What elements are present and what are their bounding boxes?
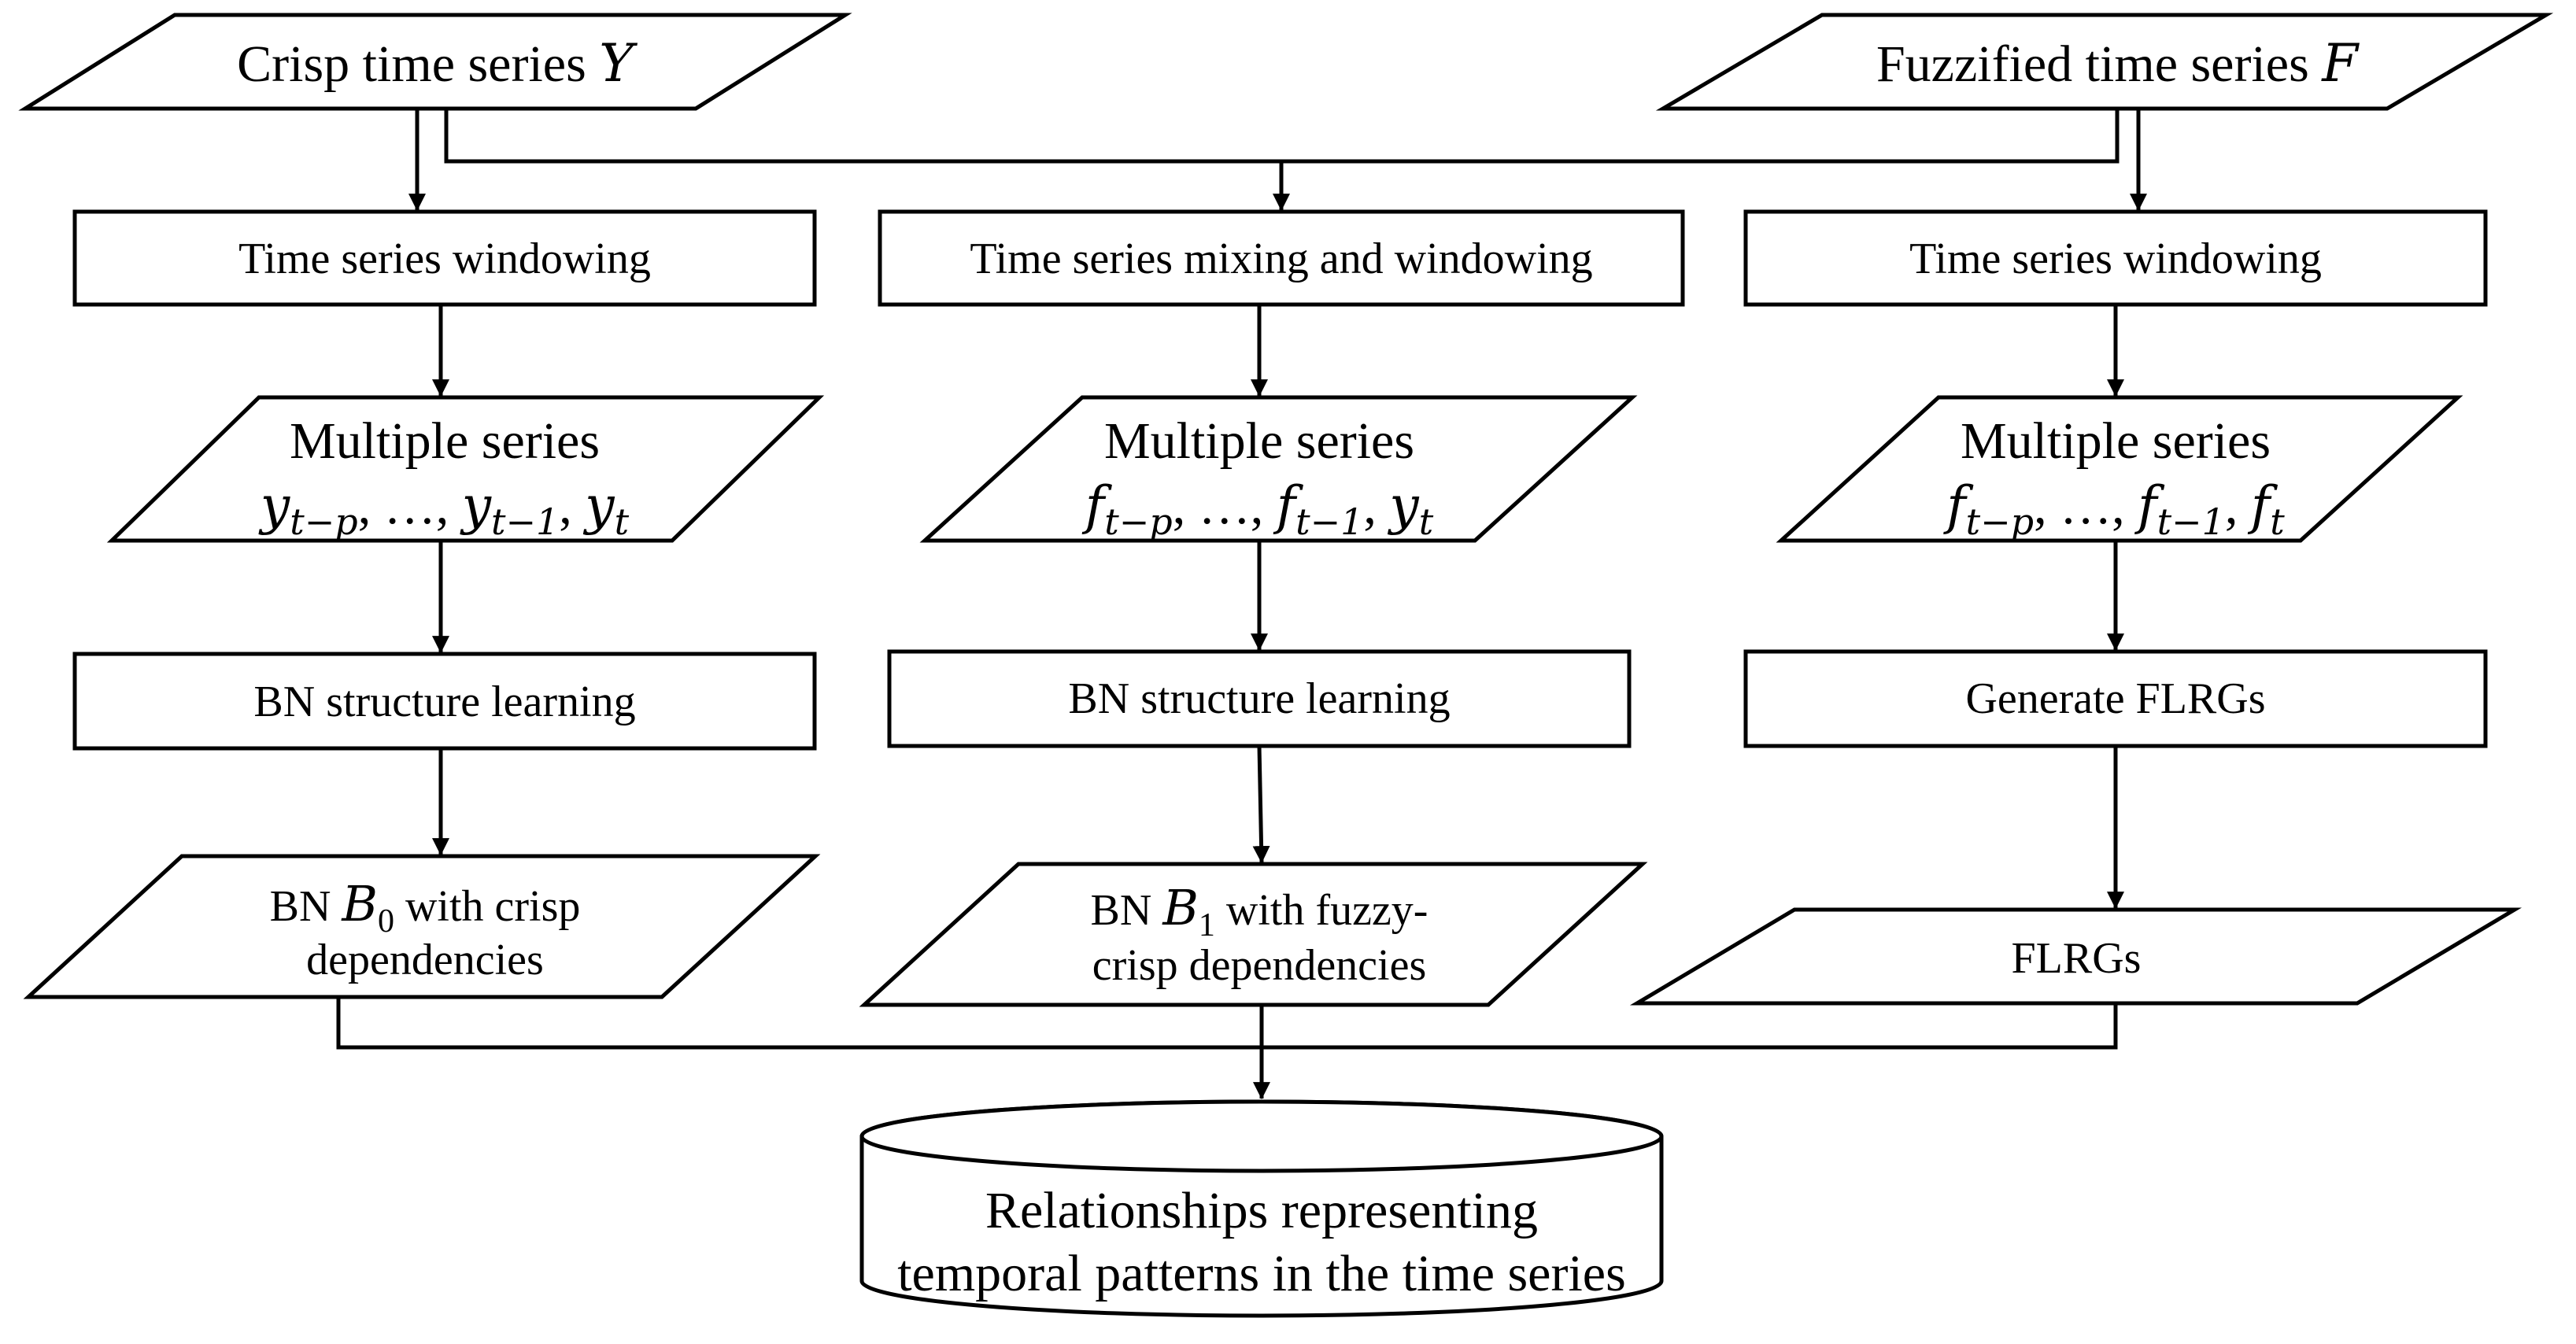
connector-results-bus — [336, 997, 2118, 1050]
middle-bn-structure-learning-box: BN structure learning — [887, 649, 1632, 748]
left-bn-structure-learning-box: BN structure learning — [72, 652, 817, 751]
middle-series-expr: ft−p, …, ft−1, yt — [1081, 475, 1434, 543]
middle-windowing-label: Time series mixing and windowing — [970, 234, 1592, 283]
input-fuzzified-time-series: Fuzzified time series F — [1655, 13, 2554, 111]
bn-b1-result-parallelogram: BN B1 with fuzzy- crisp dependencies — [859, 862, 1648, 1007]
generate-flrgs-box: Generate FLRGs — [1743, 649, 2488, 748]
connector-crisp-to-mixer — [444, 109, 2120, 164]
arrow-middle-learning-to-result — [1252, 745, 1270, 864]
crisp-var: Y — [599, 33, 638, 94]
right-series-expr: ft−p, …, ft−1, ft — [1942, 475, 2285, 543]
generate-flrgs-label: Generate FLRGs — [1965, 674, 2265, 723]
middle-series-parallelogram: Multiple series ft−p, …, ft−1, yt — [919, 395, 1638, 543]
left-windowing-box: Time series windowing — [72, 209, 817, 307]
crisp-label: Crisp time series — [237, 35, 599, 93]
left-series-expr: yt−p, …, yt−1, yt — [258, 475, 630, 543]
left-series-title: Multiple series — [290, 412, 600, 470]
bn-b0-result-parallelogram: BN B0 with crisp dependencies — [23, 854, 821, 999]
flrgs-result-parallelogram: FLRGs — [1629, 907, 2522, 1006]
middle-windowing-box: Time series mixing and windowing — [878, 209, 1685, 307]
bn-b0-line1: BN B0 with crisp — [270, 875, 581, 940]
fuzzy-label: Fuzzified time series — [1876, 35, 2322, 93]
left-learning-label: BN structure learning — [253, 678, 635, 726]
bn-b0-line2: dependencies — [306, 936, 544, 984]
middle-learning-label: BN structure learning — [1068, 674, 1450, 723]
middle-series-title: Multiple series — [1104, 412, 1414, 470]
right-windowing-label: Time series windowing — [1909, 234, 2322, 283]
svg-text:Fuzzified time series F: Fuzzified time series F — [1876, 33, 2360, 94]
right-windowing-box: Time series windowing — [1743, 209, 2488, 307]
right-series-title: Multiple series — [1961, 412, 2271, 470]
output-line2: temporal patterns in the time series — [897, 1245, 1626, 1302]
bn-b1-line2: crisp dependencies — [1092, 941, 1426, 990]
flrgs-result-label: FLRGs — [2012, 934, 2142, 983]
left-series-parallelogram: Multiple series yt−p, …, yt−1, yt — [106, 395, 825, 543]
fuzzy-var: F — [2321, 33, 2360, 94]
bn-b1-line1: BN B1 with fuzzy- — [1091, 879, 1428, 943]
left-windowing-label: Time series windowing — [238, 234, 651, 283]
output-line1: Relationships representing — [985, 1182, 1538, 1239]
right-series-parallelogram: Multiple series ft−p, …, ft−1, ft — [1776, 395, 2463, 543]
input-crisp-time-series: Crisp time series Y — [18, 13, 852, 111]
svg-text:Crisp time series Y: Crisp time series Y — [237, 33, 638, 94]
output-cylinder: Relationships representing temporal patt… — [859, 1099, 1664, 1318]
